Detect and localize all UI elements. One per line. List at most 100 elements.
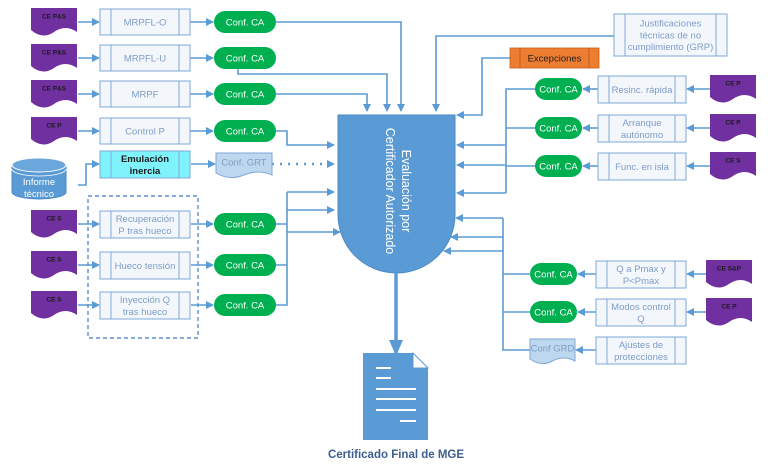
central-shape <box>337 114 456 274</box>
connector-fault-bus <box>276 192 288 306</box>
process-label: Q a Pmax y <box>616 264 666 275</box>
process-label: técnicas de no <box>640 30 701 41</box>
source-tag-right-0: CE P <box>710 75 756 103</box>
connector-mrpflo <box>276 21 405 112</box>
process-label: P tras hueco <box>118 226 171 237</box>
tag-shape <box>706 260 752 288</box>
process-right-0: Resinc. rápida <box>597 75 687 104</box>
tag-label: CE P&S <box>42 13 67 20</box>
conf-label: Conf. CA <box>226 219 265 230</box>
final-certificate-label: Certificado Final de MGE <box>328 449 464 461</box>
informe-tecnico-line2: técnico <box>24 189 54 200</box>
conf-pill <box>214 47 276 69</box>
conf-label: Conf. CA <box>226 260 265 271</box>
process-label: protecciones <box>614 352 668 363</box>
conf-ca-left-1: Conf. CA <box>214 47 276 69</box>
process-box <box>99 80 191 108</box>
tag-shape <box>31 210 77 238</box>
process-box <box>595 260 687 289</box>
process-box <box>99 210 191 239</box>
tag-shape <box>706 298 752 326</box>
process-label: Inyección Q <box>120 295 170 306</box>
conf-doc-shape <box>215 152 273 179</box>
process-label: Control P <box>125 126 165 137</box>
conf-ca-right-2: Conf. CA <box>535 155 582 177</box>
process-box <box>597 152 687 181</box>
tag-label: CE P <box>721 303 737 310</box>
process-label: inercia <box>130 166 161 177</box>
conf-ca-right-bottom-1: Conf. CA <box>530 301 577 323</box>
conf-label: Conf. CA <box>534 307 573 318</box>
process-left-3: Control P <box>99 117 191 145</box>
conf-label: Conf. CA <box>226 53 265 64</box>
process-label: MRPF <box>132 89 159 100</box>
informe-tecnico-database: Informe técnico <box>11 157 67 200</box>
conf-pill <box>214 294 276 316</box>
conf-doc-shape <box>529 338 576 365</box>
tag-label: CE P <box>725 119 741 126</box>
conf-pill <box>530 301 577 323</box>
process-left-0: MRPFL-O <box>99 8 191 36</box>
process-box <box>99 251 191 280</box>
conf-ca-fault-0: Conf. CA <box>214 213 276 235</box>
connector-right-bottom-bus <box>502 218 530 351</box>
process-box <box>595 336 687 365</box>
source-tag-right-1: CE P <box>710 114 756 142</box>
tag-label: CE S <box>46 215 62 222</box>
connectors <box>78 18 710 354</box>
conf-ca-fault-1: Conf. CA <box>214 254 276 276</box>
tag-shape <box>710 114 756 142</box>
conf-label: Conf. GRT <box>221 157 266 168</box>
conf-label: Conf. CA <box>226 89 265 100</box>
tag-shape <box>710 75 756 103</box>
conf-label: Conf. CA <box>226 17 265 28</box>
conf-pill <box>214 11 276 33</box>
process-label: Func. en isla <box>615 162 670 173</box>
source-tag-fault-1: CE S <box>31 251 77 279</box>
conf-ca-left-0: Conf. CA <box>214 11 276 33</box>
conf-grd-document: Conf GRD <box>529 338 576 365</box>
conf-ca-left-3: Conf. CA <box>214 120 276 142</box>
process-box <box>597 75 687 104</box>
tag-shape <box>31 291 77 319</box>
connector-controlp <box>276 130 335 149</box>
conf-grt-document: Conf. GRT <box>215 152 273 179</box>
process-box <box>597 114 687 143</box>
process-box <box>99 44 191 72</box>
tag-shape <box>31 80 77 108</box>
document-icon <box>363 353 428 440</box>
source-tag-right-bottom-0: CE S&P <box>706 260 752 288</box>
process-label: Recuperación <box>116 214 175 225</box>
conf-label: Conf GRD <box>531 343 575 354</box>
central-label-line1: Evaluación por <box>399 150 413 233</box>
process-label: Q <box>637 314 644 325</box>
tag-shape <box>31 44 77 72</box>
process-box <box>613 13 728 57</box>
process-label: MRPFL-O <box>124 17 167 28</box>
excepciones-label: Excepciones <box>528 54 582 65</box>
process-left-1: MRPFL-U <box>99 44 191 72</box>
central-evaluation-node: Evaluación por Certificador Autorizado <box>337 114 456 274</box>
central-label-line2: Certificador Autorizado <box>383 128 397 255</box>
process-label: Arranque <box>622 118 661 129</box>
conf-label: Conf. CA <box>534 269 573 280</box>
conf-ca-fault-2: Conf. CA <box>214 294 276 316</box>
conf-label: Conf. CA <box>539 161 578 172</box>
excepciones-box: Excepciones <box>509 47 600 69</box>
process-label: autónomo <box>621 130 663 141</box>
tag-label: CE S&P <box>717 265 742 272</box>
tag-shape <box>31 251 77 279</box>
connector-mrpflu <box>237 66 391 112</box>
process-box <box>99 291 191 320</box>
tag-label: CE S <box>46 296 62 303</box>
process-label: P<Pmax <box>623 276 659 287</box>
conf-label: Conf. CA <box>539 84 578 95</box>
conf-ca-right-bottom-0: Conf. CA <box>530 263 577 285</box>
conf-ca-right-1: Conf. CA <box>535 117 582 139</box>
conf-label: Conf. CA <box>539 123 578 134</box>
informe-tecnico-line1: Informe <box>23 177 55 188</box>
